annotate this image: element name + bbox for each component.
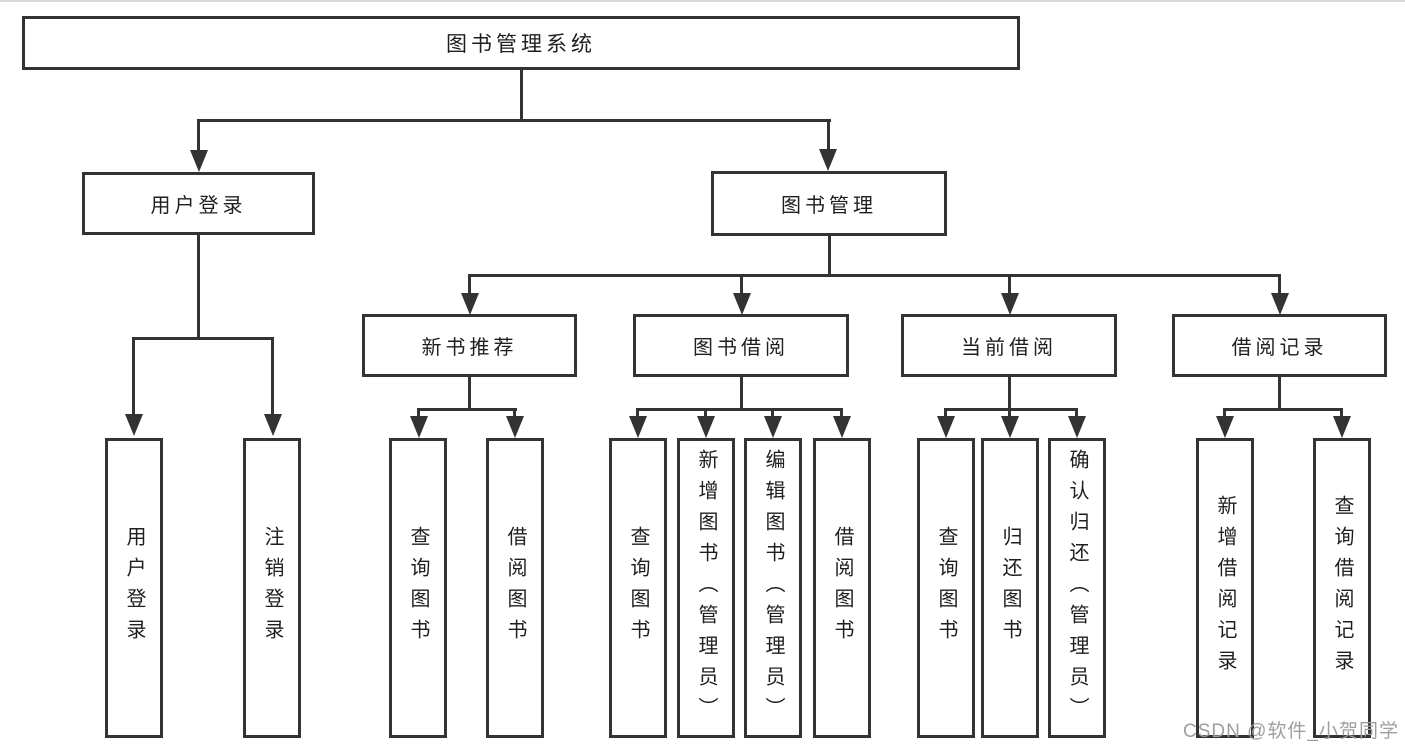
connector-line	[520, 70, 523, 122]
connector-line	[944, 408, 1078, 411]
node-new-book-recommendation: 新书推荐	[362, 314, 577, 377]
arrow-down-icon	[461, 293, 479, 315]
connector-line	[1223, 411, 1226, 419]
connector-line	[636, 411, 639, 419]
arrow-down-icon	[1333, 416, 1351, 438]
connector-line	[513, 411, 516, 419]
arrow-down-icon	[833, 416, 851, 438]
connector-line	[197, 119, 831, 122]
leaf-current-confirm-return-admin: 确认归还（管理员）	[1048, 438, 1106, 738]
connector-line	[132, 337, 274, 340]
connector-line	[1008, 277, 1011, 295]
csdn-watermark: CSDN @软件_小贺同学	[1183, 721, 1399, 742]
arrow-down-icon	[937, 416, 955, 438]
arrow-down-icon	[1216, 416, 1234, 438]
node-label: 图书借阅	[693, 337, 789, 359]
node-label: 图书管理	[781, 195, 877, 217]
node-label: 归还图书	[999, 526, 1021, 650]
arrow-down-icon	[629, 416, 647, 438]
leaf-current-search-books: 查询图书	[917, 438, 975, 738]
node-current-borrowing: 当前借阅	[901, 314, 1117, 377]
arrow-down-icon	[264, 414, 282, 436]
connector-line	[417, 411, 420, 419]
connector-line	[771, 411, 774, 419]
leaf-records-add-borrow-record: 新增借阅记录	[1196, 438, 1254, 738]
node-user-login: 用户登录	[82, 172, 315, 235]
node-label: 新增图书（管理员）	[695, 448, 717, 728]
connector-line	[828, 236, 831, 274]
connector-line	[704, 411, 707, 419]
arrow-down-icon	[1001, 293, 1019, 315]
connector-line	[944, 411, 947, 419]
node-label: 新增借阅记录	[1214, 495, 1236, 681]
connector-line	[1008, 411, 1011, 419]
node-label: 查询图书	[935, 526, 957, 650]
node-label: 借阅图书	[831, 526, 853, 650]
node-label: 查询图书	[407, 526, 429, 650]
connector-line	[1340, 411, 1343, 419]
connector-line	[740, 377, 743, 409]
arrow-down-icon	[697, 416, 715, 438]
node-label: 图书管理系统	[446, 33, 596, 56]
node-book-management: 图书管理	[711, 171, 947, 236]
arrow-down-icon	[733, 293, 751, 315]
connector-line	[740, 277, 743, 295]
connector-line	[827, 122, 830, 151]
node-label: 用户登录	[150, 195, 247, 217]
node-label: 当前借阅	[961, 337, 1057, 359]
node-label: 注销登录	[261, 526, 283, 650]
leaf-borrowing-borrow-books: 借阅图书	[813, 438, 871, 738]
node-label: 新书推荐	[421, 337, 518, 359]
leaf-recommend-search-books: 查询图书	[389, 438, 447, 738]
leaf-records-search-borrow-record: 查询借阅记录	[1313, 438, 1371, 738]
node-label: 用户登录	[123, 526, 145, 650]
arrow-down-icon	[506, 416, 524, 438]
leaf-borrowing-search-books: 查询图书	[609, 438, 667, 738]
connector-line	[271, 340, 274, 416]
node-library-management-system: 图书管理系统	[22, 16, 1020, 70]
arrow-down-icon	[1271, 293, 1289, 315]
arrow-down-icon	[410, 416, 428, 438]
connector-line	[468, 377, 471, 409]
connector-line	[636, 408, 843, 411]
connector-line	[132, 340, 135, 416]
node-label: 编辑图书（管理员）	[762, 448, 784, 728]
arrow-down-icon	[764, 416, 782, 438]
node-label: 确认归还（管理员）	[1066, 448, 1088, 728]
connector-line	[1008, 377, 1011, 409]
connector-line	[197, 122, 200, 152]
connector-line	[1278, 277, 1281, 295]
leaf-recommend-borrow-books: 借阅图书	[486, 438, 544, 738]
arrow-down-icon	[125, 414, 143, 436]
leaf-user-login: 用户登录	[105, 438, 163, 738]
connector-line	[197, 235, 200, 337]
node-label: 借阅图书	[504, 526, 526, 650]
leaf-borrowing-edit-books-admin: 编辑图书（管理员）	[744, 438, 802, 738]
leaf-borrowing-add-books-admin: 新增图书（管理员）	[677, 438, 735, 738]
arrow-down-icon	[1068, 416, 1086, 438]
connector-line	[1075, 411, 1078, 419]
connector-line	[1223, 408, 1343, 411]
leaf-logout: 注销登录	[243, 438, 301, 738]
connector-line	[1278, 377, 1281, 409]
arrow-down-icon	[819, 149, 837, 171]
node-label: 查询借阅记录	[1331, 495, 1353, 681]
node-borrowing-records: 借阅记录	[1172, 314, 1387, 377]
connector-line	[417, 408, 517, 411]
connector-line	[840, 411, 843, 419]
node-book-borrowing: 图书借阅	[633, 314, 849, 377]
connector-line	[468, 277, 471, 295]
arrow-down-icon	[190, 150, 208, 172]
arrow-down-icon	[1001, 416, 1019, 438]
connector-line	[468, 274, 1281, 277]
node-label: 查询图书	[627, 526, 649, 650]
leaf-current-return-books: 归还图书	[981, 438, 1039, 738]
node-label: 借阅记录	[1231, 337, 1328, 359]
